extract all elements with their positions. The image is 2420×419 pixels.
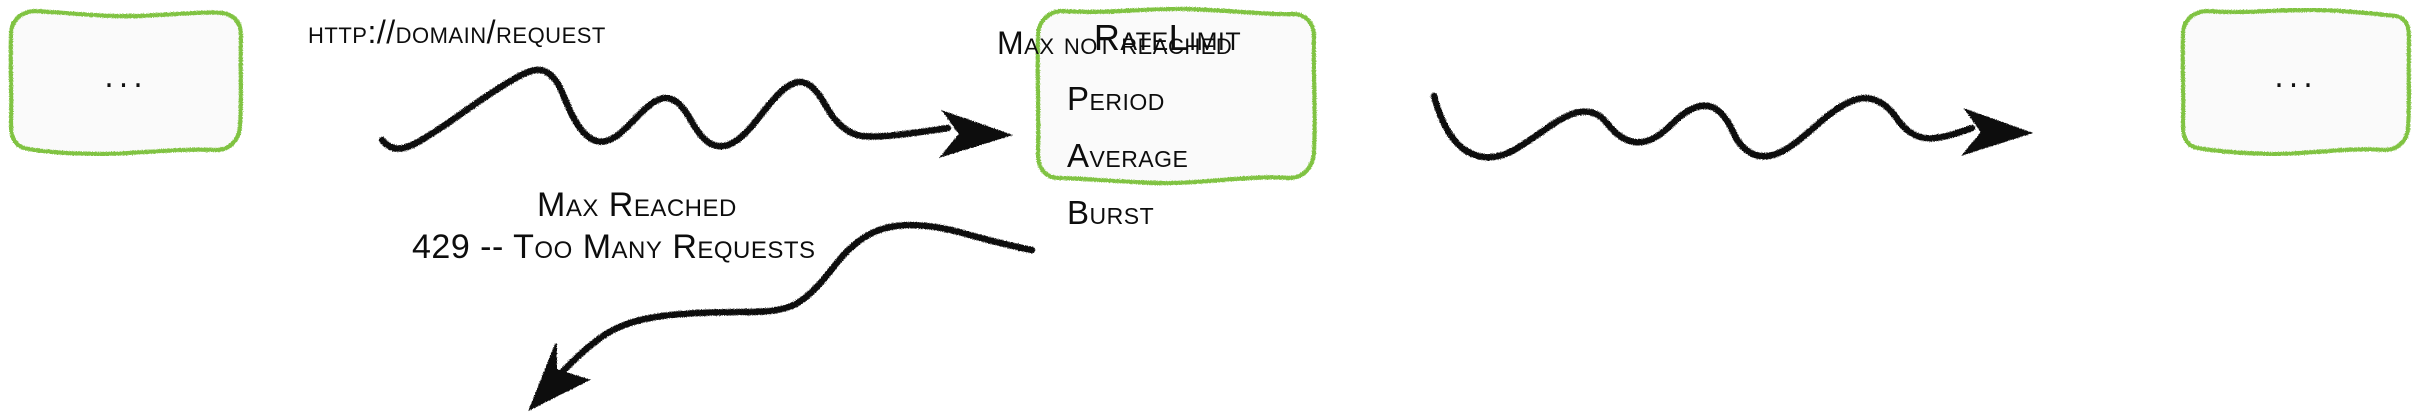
edge-request xyxy=(378,66,1014,158)
node-upstream[interactable]: ... xyxy=(8,8,244,156)
ratelimit-box-outline xyxy=(1035,6,1317,186)
edge-max-reached xyxy=(528,221,1036,412)
upstream-box-outline xyxy=(8,8,244,156)
edge-max-not-reached xyxy=(1430,92,2034,161)
edge-label-request: http://domain/request xyxy=(308,14,606,50)
edge-label-max-reached: Max Reached xyxy=(537,186,737,224)
downstream-box-outline xyxy=(2180,8,2412,156)
edge-label-too-many-requests: 429 -- Too Many Requests xyxy=(412,228,816,266)
node-downstream[interactable]: ... xyxy=(2180,8,2412,156)
edge-label-max-not-reached: Max not reached xyxy=(997,25,1233,61)
